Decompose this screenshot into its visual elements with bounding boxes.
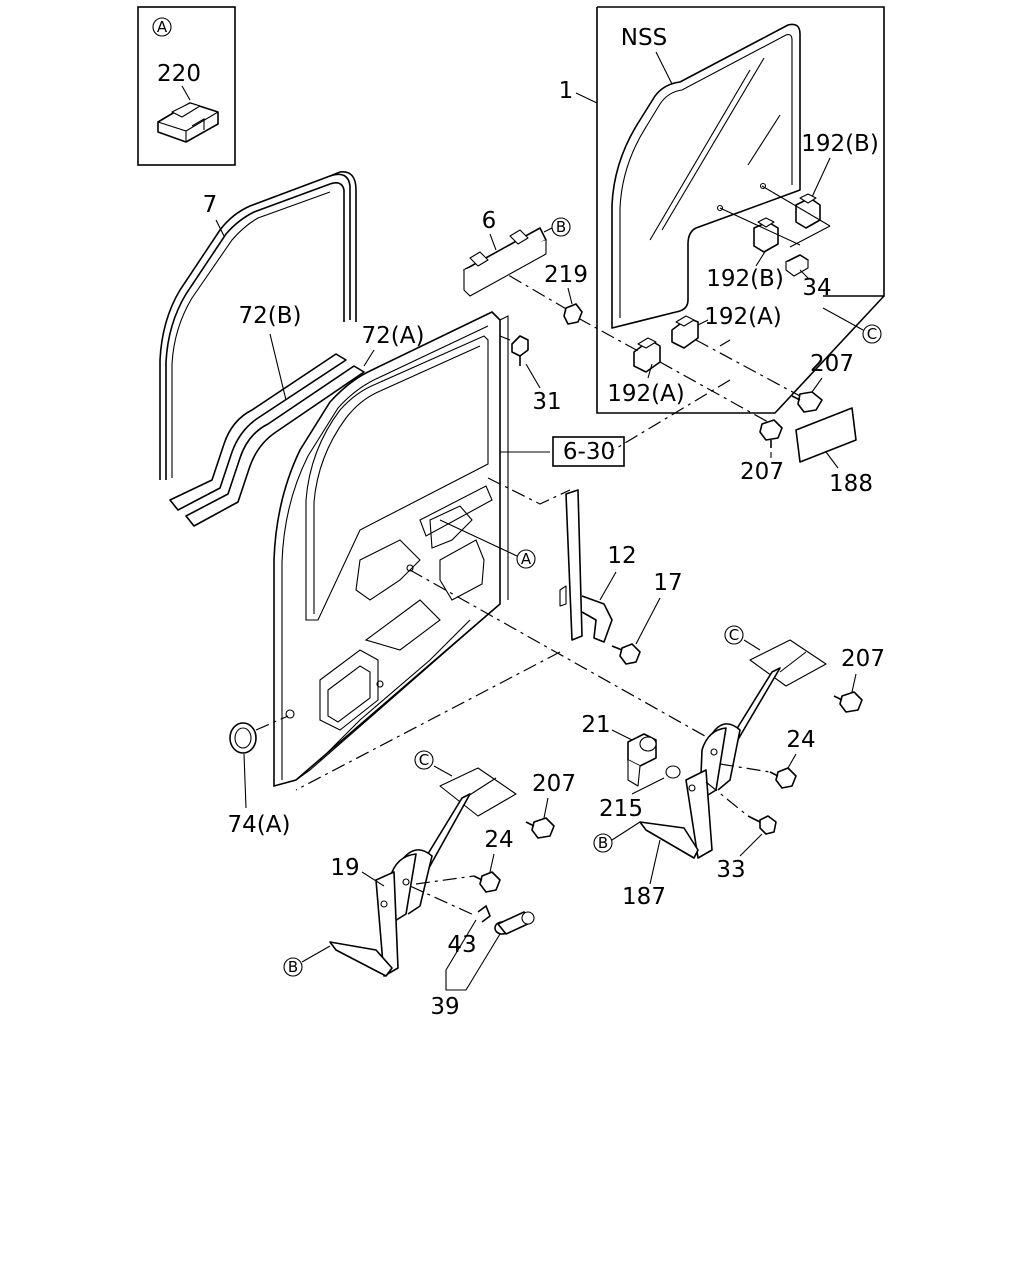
label-219: 219 <box>544 262 588 288</box>
door-weatherstrip-7 <box>159 171 357 480</box>
ref-6-30: 6-30 <box>563 439 615 465</box>
door-glass <box>611 23 801 329</box>
callout-a: A <box>157 18 168 36</box>
label-31: 31 <box>532 389 561 415</box>
motor-21-icon <box>627 733 657 787</box>
glass-assembly-box: 1 NSS 192(B) 192(B) <box>559 6 885 414</box>
label-sheet-188-icon <box>795 407 857 463</box>
label-7: 7 <box>203 192 218 218</box>
bolt-24-right-icon <box>769 767 797 789</box>
callout-c-left: C <box>419 751 429 769</box>
callout-c-glass: C <box>867 325 877 343</box>
clip-192b-lower-icon <box>753 217 779 253</box>
label-192b-top: 192(B) <box>801 131 879 157</box>
spring-clip-43-icon <box>477 904 491 923</box>
label-188: 188 <box>829 471 873 497</box>
label-1: 1 <box>559 78 574 104</box>
label-187: 187 <box>622 884 666 910</box>
window-regulator-left <box>329 793 471 977</box>
label-72b: 72(B) <box>239 303 302 329</box>
detail-inset-a: A 220 <box>137 6 236 166</box>
bolt-24-left-icon <box>473 871 501 893</box>
grommet-74a-icon <box>229 722 257 754</box>
label-74a: 74(A) <box>228 812 291 838</box>
label-207-left: 207 <box>532 771 576 797</box>
belt-seal-72b <box>169 353 347 511</box>
window-handle-39-icon <box>494 911 535 935</box>
callout-b-left: B <box>288 958 298 976</box>
label-39: 39 <box>430 994 459 1020</box>
callout-c-right: C <box>729 626 739 644</box>
bolt-207-glass-icon <box>791 391 823 413</box>
label-21: 21 <box>581 712 610 738</box>
label-17: 17 <box>653 570 682 596</box>
clip-192a-left-icon <box>633 337 661 373</box>
label-43: 43 <box>447 932 476 958</box>
bolt-17-icon <box>611 643 641 665</box>
label-72a: 72(A) <box>362 323 425 349</box>
callout-b-rail: B <box>556 218 566 236</box>
callout-a-door: A <box>521 550 532 568</box>
door-inner-panel <box>273 311 509 788</box>
clip-31-icon <box>511 335 529 366</box>
label-192b-bottom: 192(B) <box>706 266 784 292</box>
clip-192a-right-icon <box>671 315 699 349</box>
clip-220-icon <box>157 102 219 143</box>
label-207-glass: 207 <box>810 351 854 377</box>
label-6: 6 <box>482 208 497 234</box>
pad-34-icon <box>785 254 809 277</box>
label-nss: NSS <box>621 25 667 51</box>
nut-219-icon <box>563 303 583 325</box>
callout-b-right: B <box>598 834 608 852</box>
label-215: 215 <box>599 796 643 822</box>
label-220: 220 <box>157 61 201 87</box>
glass-run-channel-6-icon <box>463 227 547 297</box>
label-192a-left: 192(A) <box>607 381 685 407</box>
rear-channel-12-icon <box>559 489 613 643</box>
label-207-right: 207 <box>841 646 885 672</box>
label-207-mid: 207 <box>740 459 784 485</box>
belt-seal-72a <box>185 365 365 527</box>
bolt-207-right-icon <box>833 691 863 713</box>
clip-192b-upper-icon <box>795 193 821 229</box>
label-19: 19 <box>330 855 359 881</box>
label-24-left: 24 <box>484 827 513 853</box>
screw-33-icon <box>747 815 777 835</box>
label-24-right: 24 <box>786 727 815 753</box>
label-34: 34 <box>802 275 831 301</box>
label-192a-right: 192(A) <box>704 304 782 330</box>
label-33: 33 <box>716 857 745 883</box>
bolt-207-left-icon <box>525 817 555 839</box>
bolt-207-mid-icon <box>759 419 783 448</box>
window-regulator-right <box>639 667 781 859</box>
label-12: 12 <box>607 543 636 569</box>
